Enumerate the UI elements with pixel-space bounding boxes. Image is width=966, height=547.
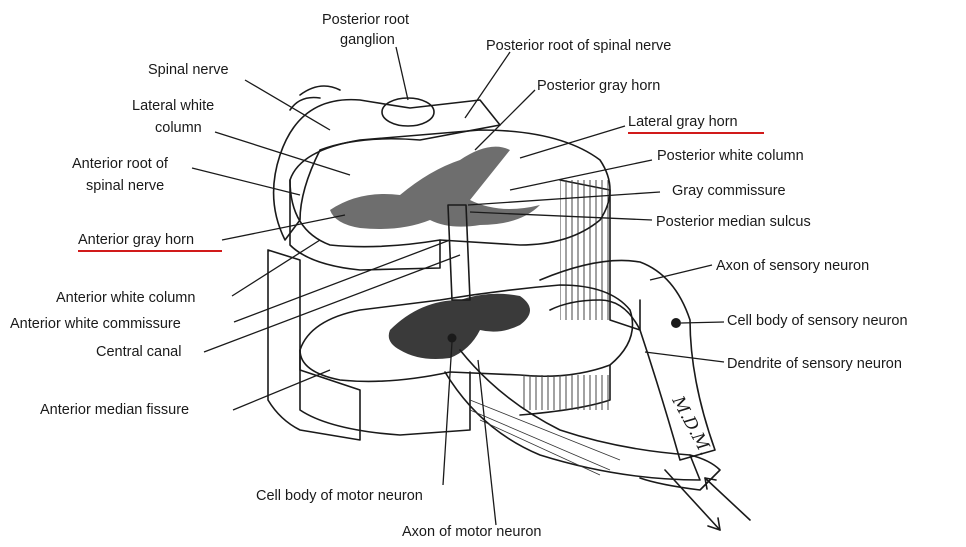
label-anterior-white-column: Anterior white column bbox=[56, 290, 195, 306]
label-gray-commissure: Gray commissure bbox=[672, 183, 786, 199]
upper-gray-matter bbox=[330, 147, 540, 229]
label-lateral-white-column-2: column bbox=[155, 120, 202, 136]
label-lateral-gray-horn: Lateral gray horn bbox=[628, 114, 738, 130]
label-anterior-root-spinal-nerve-1: Anterior root of bbox=[72, 156, 169, 172]
label-anterior-root-spinal-nerve-2: spinal nerve bbox=[86, 178, 164, 194]
label-anterior-median-fissure: Anterior median fissure bbox=[40, 402, 189, 418]
label-posterior-root-ganglion-2: ganglion bbox=[340, 32, 395, 48]
label-posterior-median-sulcus: Posterior median sulcus bbox=[656, 214, 811, 230]
motor-nerve bbox=[445, 350, 700, 480]
label-axon-motor-neuron: Axon of motor neuron bbox=[402, 524, 541, 540]
label-central-canal: Central canal bbox=[96, 344, 181, 360]
label-posterior-root-ganglion-1: Posterior root bbox=[322, 12, 409, 28]
sensory-cell-body-dot bbox=[671, 318, 681, 328]
label-cell-body-motor-neuron: Cell body of motor neuron bbox=[256, 488, 423, 504]
label-anterior-white-commissure: Anterior white commissure bbox=[10, 316, 181, 332]
motor-cell-body-dot bbox=[448, 334, 457, 343]
label-axon-sensory-neuron: Axon of sensory neuron bbox=[716, 258, 869, 274]
label-spinal-nerve: Spinal nerve bbox=[148, 62, 229, 78]
artist-signature: M.D.M. bbox=[667, 392, 715, 459]
label-lateral-white-column-1: Lateral white bbox=[132, 98, 214, 114]
label-posterior-white-column: Posterior white column bbox=[657, 148, 804, 164]
label-cell-body-sensory-neuron: Cell body of sensory neuron bbox=[727, 313, 908, 329]
label-dendrite-sensory-neuron: Dendrite of sensory neuron bbox=[727, 356, 902, 372]
cord-lower-side bbox=[268, 250, 360, 440]
label-anterior-gray-horn: Anterior gray horn bbox=[78, 232, 194, 248]
label-posterior-gray-horn: Posterior gray horn bbox=[537, 78, 660, 94]
arrow-in bbox=[705, 478, 750, 520]
cord-base-stripes bbox=[300, 350, 470, 435]
posterior-root-ganglion-shape bbox=[382, 98, 434, 126]
label-posterior-root-spinal-nerve: Posterior root of spinal nerve bbox=[486, 38, 671, 54]
labels: Posterior root ganglion Posterior root o… bbox=[10, 12, 908, 540]
